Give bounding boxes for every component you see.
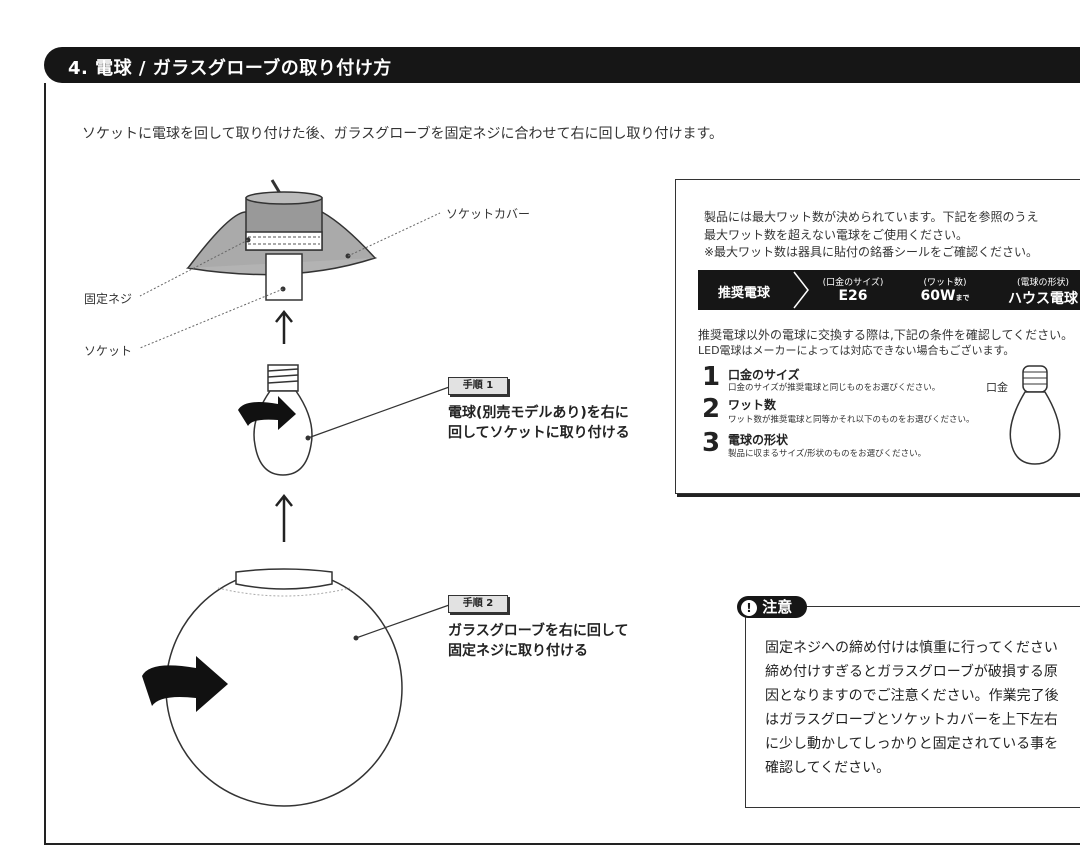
caution-box — [745, 606, 1080, 808]
label-socket: ソケット — [84, 344, 133, 358]
caution-badge: ! 注意 — [737, 596, 807, 618]
up-arrow-1 — [275, 309, 293, 344]
label-fixing-screw: 固定ネジ — [84, 292, 133, 306]
step-1-tag: 手順 1 — [448, 377, 508, 395]
socket — [265, 253, 303, 301]
rotate-arrow-2 — [142, 656, 228, 712]
bulb-diagram — [1009, 365, 1061, 465]
exclamation-icon: ! — [741, 599, 757, 616]
rotate-arrow-1 — [238, 396, 296, 430]
caution-text: 固定ネジへの締め付けは慎重に行ってください 締め付けすぎるとガラスグローブが破損… — [765, 640, 1059, 776]
section-title: 4. 電球 / ガラスグローブの取り付け方 — [68, 58, 392, 79]
bulb-info-box: 製品には最大ワット数が決められています。下記を参照のうえ 最大ワット数を超えない… — [675, 179, 1080, 494]
step-2-tag: 手順 2 — [448, 595, 508, 613]
step-2-text: ガラスグローブを右に回して固定ネジに取り付ける — [448, 623, 629, 659]
glass-globe — [165, 568, 403, 807]
intro-text: ソケットに電球を回して取り付けた後、ガラスグローブを固定ネジに合わせて右に回し取… — [82, 126, 724, 142]
label-socket-cover: ソケットカバー — [446, 207, 531, 221]
up-arrow-2 — [275, 493, 293, 542]
section-header: 4. 電球 / ガラスグローブの取り付け方 — [44, 47, 1080, 83]
fixing-screw — [245, 231, 323, 251]
cap-label: 口金 — [986, 381, 1008, 394]
recommended-bulb-bar: 推奨電球 (口金のサイズ)E26 (ワット数)60Wまで (電球の形状)ハウス電… — [698, 270, 1080, 310]
installation-illustration — [139, 179, 453, 807]
step-1-text: 電球(別売モデルあり)を右に回してソケットに取り付ける — [448, 405, 630, 441]
